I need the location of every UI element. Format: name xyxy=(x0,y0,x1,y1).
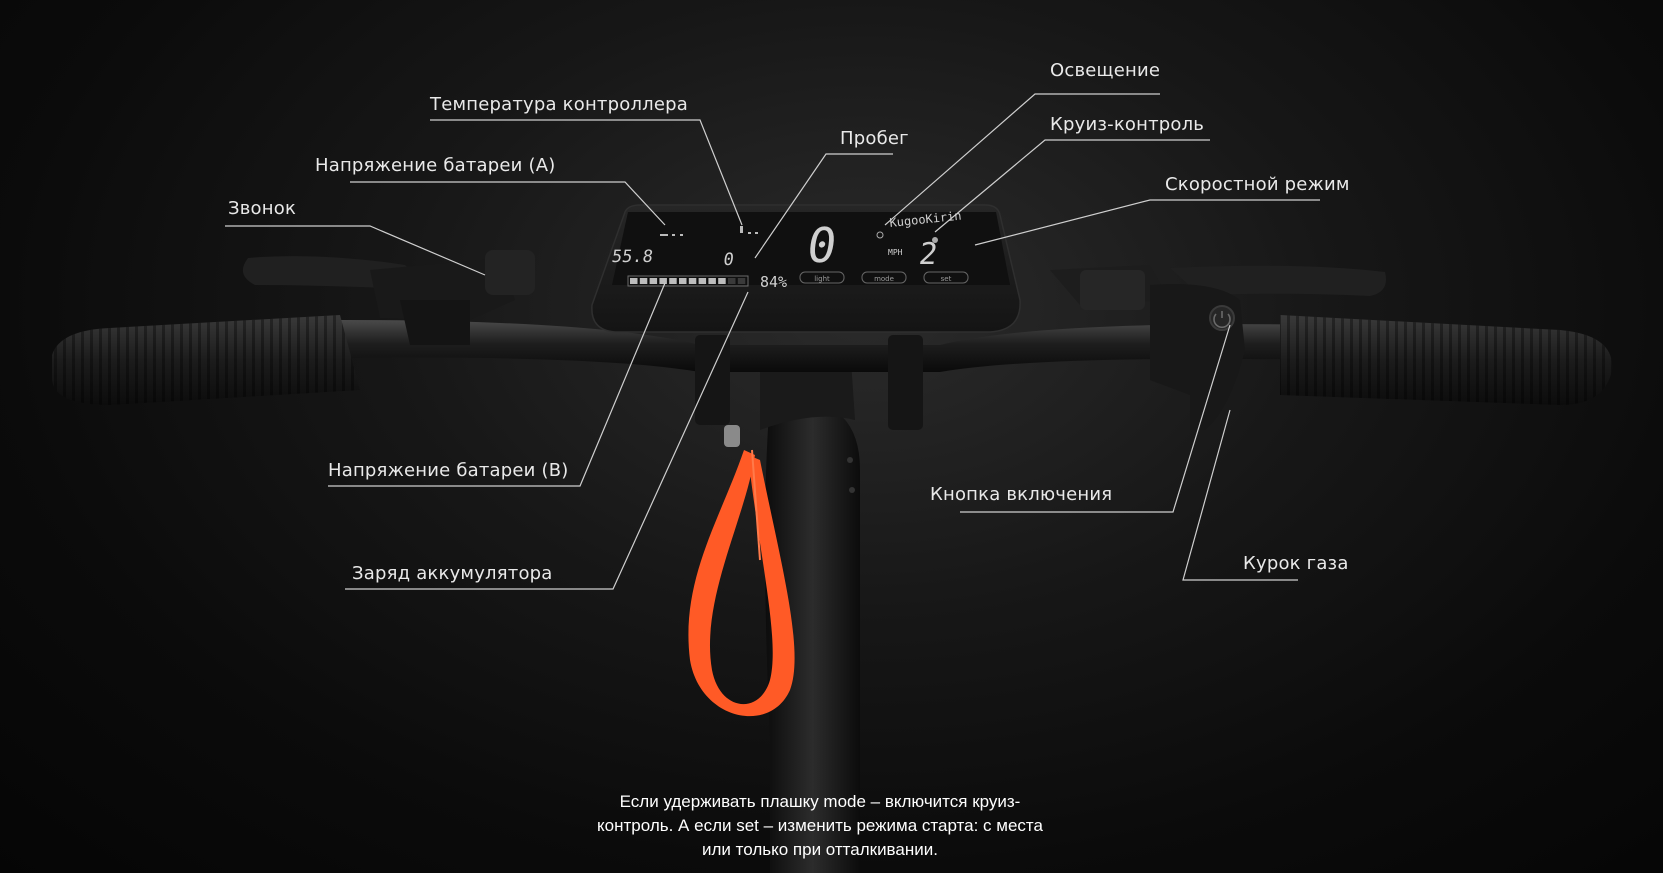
callout-speed-mode: Скоростной режим xyxy=(1165,174,1350,195)
display-button-label: set xyxy=(941,275,952,283)
callout-throttle: Курок газа xyxy=(1243,553,1349,574)
callout-battery-charge: Заряд аккумулятора xyxy=(352,563,553,584)
display-button-light[interactable] xyxy=(799,271,845,284)
callout-lighting: Освещение xyxy=(1050,60,1161,81)
callout-battery-voltage-b: Напряжение батареи (B) xyxy=(328,460,569,481)
left-brake-lever xyxy=(242,250,535,345)
display-battery-frame xyxy=(627,275,749,287)
display-button-label: mode xyxy=(874,275,894,283)
battery-segment xyxy=(728,278,736,284)
callout-battery-voltage-a: Напряжение батареи (A) xyxy=(315,155,556,176)
voltage-a-indicator-icon xyxy=(660,234,683,236)
battery-segment xyxy=(688,278,697,284)
battery-segment xyxy=(737,278,746,284)
callout-controller-temperature: Температура контроллера xyxy=(430,94,688,115)
battery-segment xyxy=(630,278,638,284)
callout-power-button: Кнопка включения xyxy=(930,484,1113,505)
battery-segment xyxy=(698,278,707,284)
caption-line-1: Если удерживать плашку mode – включится … xyxy=(619,792,1021,811)
display-battery-segments xyxy=(630,278,746,284)
caption-text: Если удерживать плашку mode – включится … xyxy=(560,790,1080,862)
controller-temp-indicator-icon xyxy=(740,226,758,234)
battery-segment xyxy=(679,278,687,284)
display-button-set[interactable] xyxy=(923,271,969,284)
battery-segment xyxy=(718,278,726,284)
battery-segment xyxy=(639,278,648,284)
display-clamps xyxy=(695,335,923,430)
display-mode-level-text: 2 xyxy=(917,237,940,272)
display-buttons: light mode set xyxy=(799,271,969,284)
display-mileage-text: 0 xyxy=(722,250,735,270)
lanyard-strap xyxy=(688,425,795,717)
battery-segment xyxy=(669,278,677,284)
display-button-mode[interactable] xyxy=(861,271,907,284)
battery-segment xyxy=(708,278,716,284)
cruise-indicator-icon xyxy=(932,237,938,243)
left-grip xyxy=(52,315,360,405)
battery-segment xyxy=(649,278,658,284)
display-voltage-text: 55.8 xyxy=(610,247,654,267)
callout-leader-lines xyxy=(225,93,1320,590)
light-indicator-icon xyxy=(876,231,884,239)
callout-bell: Звонок xyxy=(228,198,297,219)
display-battery-percent-text: 84% xyxy=(760,273,787,291)
battery-segment xyxy=(659,278,667,284)
throttle-power-unit xyxy=(1150,284,1245,430)
caption-line-3: или только при отталкивании. xyxy=(702,840,938,859)
right-grip xyxy=(1280,315,1613,405)
right-brake-lever xyxy=(1050,265,1386,310)
caption-line-2: контроль. А если set – изменить режима с… xyxy=(597,816,1043,835)
handlebar xyxy=(340,320,1330,372)
callout-cruise-control: Круиз-контроль xyxy=(1050,114,1205,135)
display-button-label: light xyxy=(814,275,830,283)
callout-mileage: Пробег xyxy=(840,128,909,149)
display-speed-unit-text: MPH xyxy=(888,248,903,257)
